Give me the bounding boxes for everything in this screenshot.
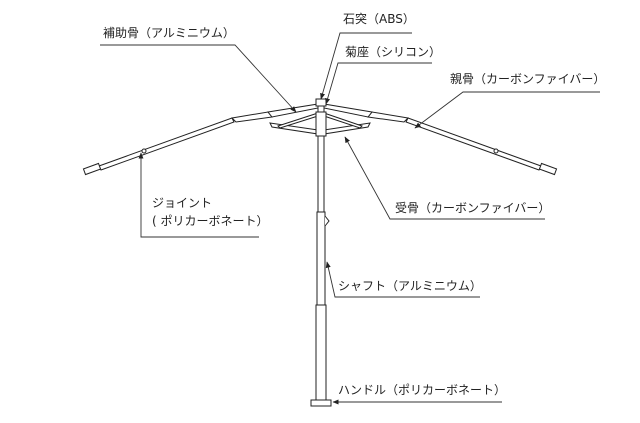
main-rib-left [82,103,319,176]
tip [315,98,327,107]
main-rib-right [323,103,558,176]
label-joint-line1: ジョイント [152,196,213,210]
label-handle: ハンドル（ポリカーボネート） [338,383,507,397]
leader-lines [100,32,600,405]
handle [310,399,332,407]
shaft [310,98,332,407]
label-top-notch: 菊座（シリコン） [345,45,442,59]
label-stretcher: 受骨（カーボンファイバー） [395,201,551,215]
label-main-rib: 親骨（カーボンファイバー） [450,72,606,86]
label-shaft: シャフト（アルミニウム） [338,279,482,293]
label-tip: 石突（ABS） [343,12,415,26]
label-stretcher-aux: 補助骨（アルミニウム） [103,26,235,40]
label-joint-line2: ( ポリカーボネート） [152,214,269,228]
